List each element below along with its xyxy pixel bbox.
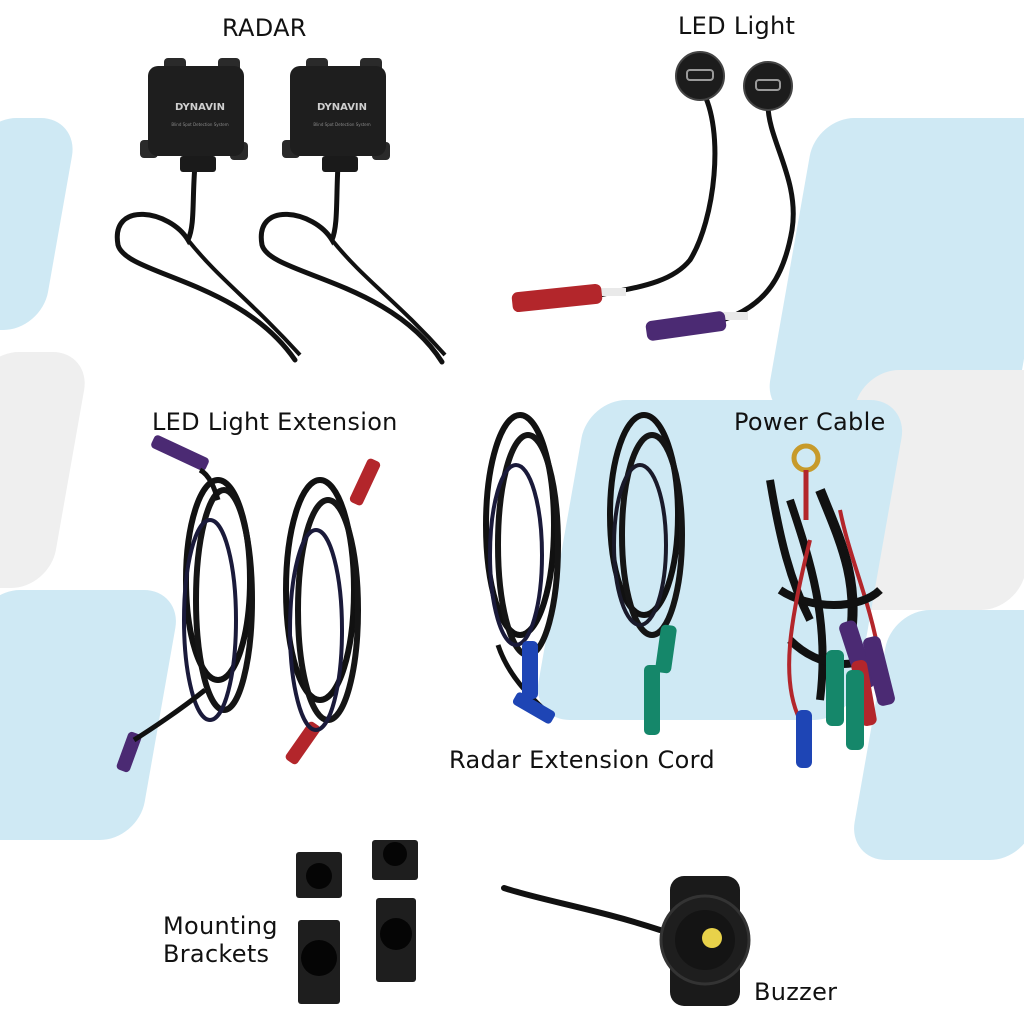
led-ext-right-connector-top bbox=[349, 458, 381, 506]
led-ext-left-connector-top bbox=[151, 435, 209, 471]
led-cable-left bbox=[592, 87, 718, 299]
radar-box-right-brand: DYNAVIN bbox=[317, 102, 367, 113]
mounting-brackets bbox=[296, 840, 418, 1004]
car-side-icon bbox=[686, 69, 714, 81]
power-connector-blue bbox=[796, 710, 812, 768]
radar-ext-right-connector-a bbox=[655, 624, 677, 674]
buzzer-dot bbox=[702, 928, 722, 948]
ring-terminal bbox=[791, 443, 821, 473]
mounting-brackets-label-line1: Mounting bbox=[163, 912, 278, 940]
power-cable bbox=[766, 443, 895, 768]
buzzer-label: Buzzer bbox=[754, 978, 838, 1006]
mounting-brackets-label: Mounting Brackets bbox=[163, 912, 278, 968]
buzzer bbox=[501, 876, 751, 1006]
radar-units: DYNAVIN Blind Spot Detection System DYNA… bbox=[114, 58, 447, 365]
bracket-top-right bbox=[372, 840, 418, 880]
led-light-extension-label: LED Light Extension bbox=[152, 408, 398, 436]
radar-extension-cords bbox=[483, 412, 685, 735]
bracket-bottom-left bbox=[298, 920, 340, 1004]
led-lights bbox=[511, 51, 796, 341]
radar-box-right: DYNAVIN Blind Spot Detection System bbox=[282, 58, 390, 172]
radar-box-right-subtitle: Blind Spot Detection System bbox=[313, 122, 370, 127]
led-connector-red bbox=[511, 283, 603, 313]
led-light-extensions bbox=[116, 435, 381, 773]
led-connector-purple bbox=[645, 311, 727, 341]
radar-box-left-brand: DYNAVIN bbox=[175, 102, 225, 113]
radar-extension-cord-label: Radar Extension Cord bbox=[449, 746, 715, 774]
led-light-right bbox=[743, 61, 793, 111]
power-connector-green-1 bbox=[826, 650, 844, 726]
background-tile-blue-left bbox=[0, 118, 79, 330]
radar-label: RADAR bbox=[222, 14, 307, 42]
led-ext-right-connector-bottom bbox=[285, 721, 321, 765]
background-tile-gray-left bbox=[0, 352, 91, 588]
radar-cable-right bbox=[258, 162, 445, 365]
led-ext-left-connector-bottom bbox=[116, 731, 142, 773]
led-light-label: LED Light bbox=[678, 12, 796, 40]
power-connector-green-2 bbox=[846, 670, 864, 750]
radar-ext-left-connector-a bbox=[522, 641, 538, 699]
radar-box-left-subtitle: Blind Spot Detection System bbox=[171, 122, 228, 127]
radar-cable-left bbox=[114, 162, 298, 363]
power-cable-label: Power Cable bbox=[734, 408, 886, 436]
power-connector-purple-2 bbox=[863, 636, 895, 706]
mounting-brackets-label-line2: Brackets bbox=[163, 940, 270, 968]
radar-ext-left-connector-b bbox=[512, 692, 556, 724]
car-rear-icon bbox=[755, 79, 781, 91]
led-light-left bbox=[675, 51, 725, 101]
radar-ext-right-connector-b bbox=[644, 665, 660, 735]
buzzer-cable bbox=[501, 885, 663, 933]
bracket-top-left bbox=[296, 852, 342, 898]
radar-box-left: DYNAVIN Blind Spot Detection System bbox=[140, 58, 248, 172]
led-cable-right bbox=[712, 102, 796, 325]
bracket-bottom-right bbox=[376, 898, 416, 982]
